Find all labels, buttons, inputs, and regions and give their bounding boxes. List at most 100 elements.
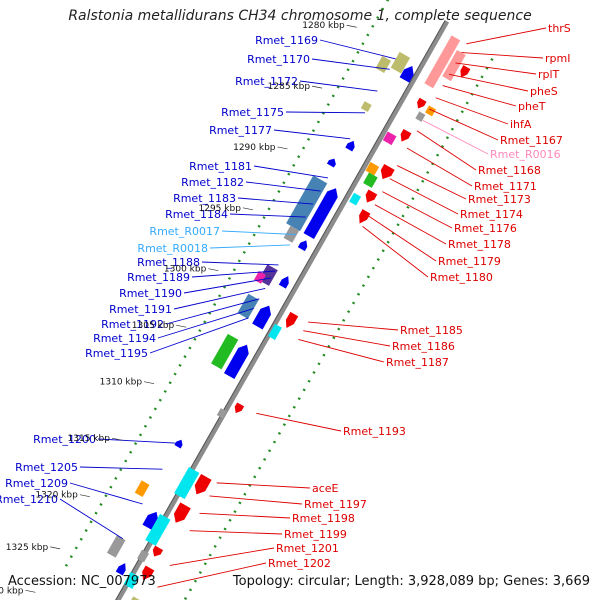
gene-right-7-box (382, 131, 397, 146)
gene-left-14-arrow (252, 305, 271, 330)
leader-left (59, 498, 124, 540)
leader-left (183, 277, 272, 294)
leader-right (298, 338, 385, 363)
label-left: Rmet_R0017 (149, 225, 220, 238)
label-left: Rmet_1184 (165, 208, 228, 221)
kbp-tick-mark (346, 24, 357, 28)
kbp-tick-label: 1320 kbp (35, 491, 78, 501)
leader-left (221, 230, 296, 235)
chromosome-backbone (115, 20, 450, 600)
label-left: Rmet_1191 (109, 303, 172, 316)
gene-right-7 (382, 131, 397, 146)
leader-right (157, 562, 267, 588)
gene-right-18 (194, 473, 212, 495)
label-left: Rmet_1170 (247, 53, 310, 66)
leader-right (382, 191, 453, 229)
leader-left (237, 197, 314, 205)
gene-right-20 (173, 502, 191, 523)
leader-left (285, 111, 366, 114)
kbp-tick-mark (25, 589, 36, 593)
gene-right-3-arrow (417, 97, 427, 109)
gene-right-21-box (145, 513, 171, 546)
gene-right-0-box (424, 35, 461, 89)
gene-right-5-box (415, 111, 426, 122)
gene-right-15 (268, 323, 282, 340)
gene-right-4-box (425, 105, 436, 117)
leader-left (209, 244, 290, 249)
gene-right-14-arrow (285, 311, 299, 329)
kbp-tick-label: 1315 kbp (68, 434, 111, 444)
gene-right-10-box (363, 172, 378, 188)
leader-left (201, 261, 279, 266)
gene-right-17-box (216, 408, 227, 419)
gene-right-22 (152, 545, 164, 557)
label-right: Rmet_1198 (292, 512, 355, 525)
leader-left (299, 80, 378, 92)
gene-right-1 (442, 50, 466, 82)
gene-right-24 (142, 565, 155, 581)
kbp-tick-mark (111, 437, 123, 441)
gene-right-8-arrow (380, 163, 395, 180)
leader-left (319, 39, 396, 60)
kbp-tick-mark (242, 207, 253, 211)
label-left: Rmet_1200 (33, 433, 96, 446)
kbp-tick-label: 1285 kbp (268, 82, 311, 92)
kbp-tick-mark (208, 268, 219, 272)
leader-left (245, 181, 321, 192)
gene-left-21 (115, 563, 126, 576)
gene-left-13-box (237, 293, 259, 319)
gene-right-3 (417, 97, 427, 109)
gene-right-18-arrow (194, 473, 212, 495)
kbp-tick-mark (144, 381, 155, 385)
gene-right-4 (425, 105, 436, 117)
leader-right (396, 165, 467, 200)
gene-right-13 (359, 209, 371, 224)
label-left: Rmet_1190 (119, 287, 182, 300)
gene-left-1-box (375, 55, 392, 74)
leader-right (256, 412, 342, 432)
label-right: pheS (530, 85, 558, 98)
leader-right (374, 204, 447, 245)
backbone-line (115, 20, 450, 600)
leader-left (253, 165, 329, 179)
label-right: rplT (538, 68, 560, 81)
gc-track-left (63, 0, 390, 570)
leader-right (199, 512, 291, 519)
label-left: Rmet_R0018 (137, 242, 208, 255)
kbp-tick-label: 1330 kbp (0, 586, 24, 596)
gene-left-0 (390, 51, 411, 74)
gene-left-17 (174, 439, 183, 449)
gene-right-19-box (174, 467, 200, 500)
label-left: Rmet_1188 (137, 256, 200, 269)
leader-left (69, 482, 143, 505)
gene-right-6-arrow (400, 128, 412, 142)
gene-right-6 (400, 128, 412, 142)
leader-right (435, 97, 509, 125)
label-left: Rmet_1189 (127, 271, 190, 284)
leader-right (455, 62, 537, 75)
gene-left-0-box (390, 51, 411, 74)
gene-left-3 (360, 101, 372, 113)
label-left: Rmet_1210 (0, 493, 58, 506)
label-right: Rmet_1186 (392, 340, 455, 353)
label-right: Rmet_1179 (438, 255, 501, 268)
gene-right-12-box (349, 192, 362, 206)
gene-left-1 (375, 55, 392, 74)
kbp-tick-mark (79, 494, 90, 498)
leader-right (466, 27, 547, 45)
gene-right-26 (128, 596, 142, 600)
leader-right (216, 482, 311, 489)
leader-right (461, 52, 544, 59)
kbp-tick-label: 1305 kbp (132, 321, 175, 331)
gene-right-9 (365, 161, 380, 176)
gene-left-13 (237, 293, 259, 319)
gene-left-9-arrow (297, 240, 308, 252)
kbp-tick-mark (176, 324, 187, 328)
leader-left (149, 317, 249, 354)
gene-left-21-arrow (115, 563, 126, 576)
gene-left-18-box (134, 480, 150, 498)
leader-right (442, 85, 517, 107)
label-left: Rmet_1177 (209, 124, 272, 137)
label-right: Rmet_1201 (276, 542, 339, 555)
